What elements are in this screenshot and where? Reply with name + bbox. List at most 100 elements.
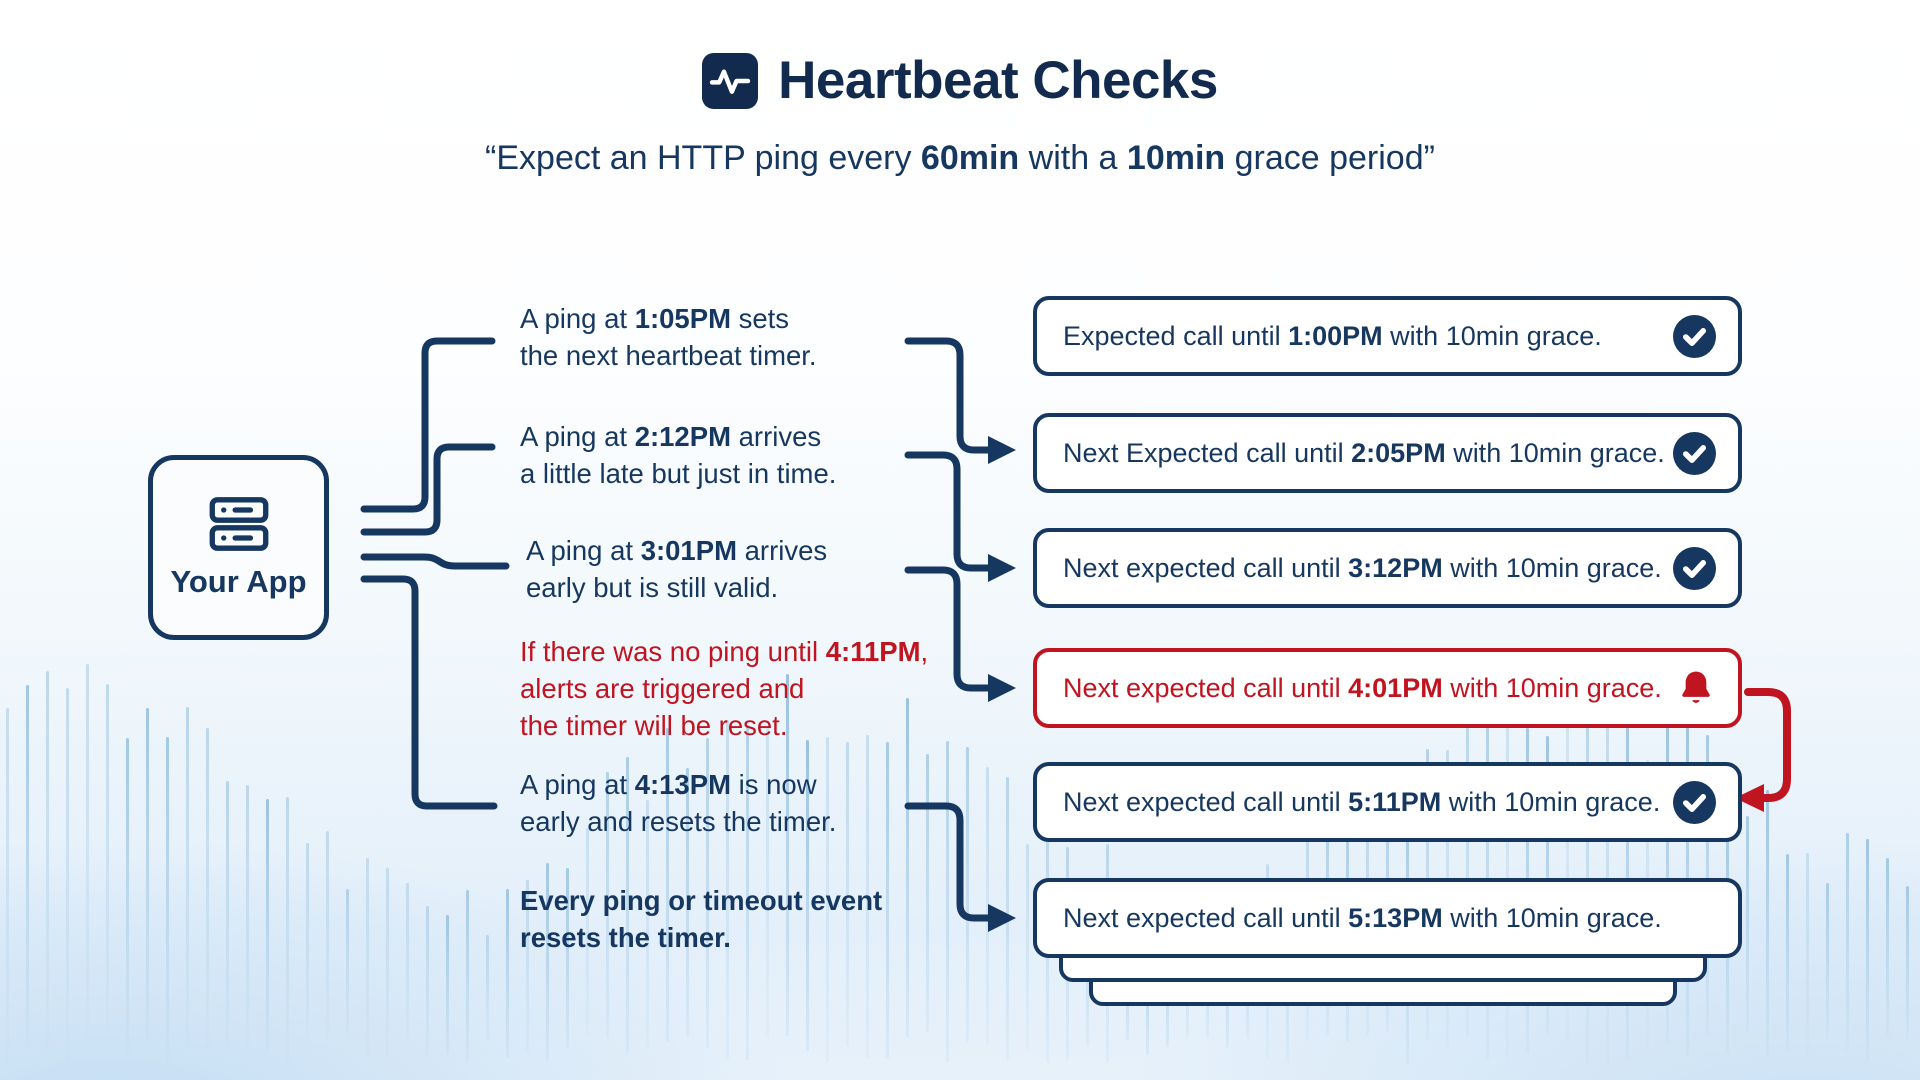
waveform-bar <box>346 889 349 1039</box>
check-circle-icon <box>1673 431 1716 475</box>
waveform-bar <box>206 728 209 1050</box>
note5-to-box6-line <box>904 802 994 922</box>
waveform-bar <box>326 831 329 1037</box>
waveform-bar <box>826 737 829 1063</box>
waveform-bar <box>886 742 889 1059</box>
waveform-bar <box>286 797 289 1064</box>
waveform-bar <box>1826 883 1829 1040</box>
waveform-bar <box>246 785 249 1047</box>
waveform-bar <box>806 740 809 1051</box>
waveform-bar <box>846 742 849 1047</box>
waveform-bar <box>746 726 749 1060</box>
status-box-6-text: Next expected call until 5:13PM with 10m… <box>1063 902 1662 933</box>
waveform-bar <box>1846 833 1849 1052</box>
waveform-bar <box>946 741 949 1062</box>
status-box-1-text: Expected call until 1:00PM with 10min gr… <box>1063 320 1602 351</box>
waveform-bar <box>586 828 589 1036</box>
waveform-bar <box>386 868 389 1058</box>
status-box-5-text: Next expected call until 5:11PM with 10m… <box>1063 786 1661 817</box>
arrowhead-box4 <box>988 674 1016 702</box>
waveform-bar <box>546 863 549 1061</box>
waveform-bar <box>606 772 609 1039</box>
arrowhead-box2 <box>988 436 1016 464</box>
waveform-bar <box>166 737 169 1062</box>
waveform-bar <box>1026 844 1029 1051</box>
waveform-bar <box>306 843 309 1043</box>
waveform-bar <box>1806 853 1809 1061</box>
waveform-bar <box>366 858 369 1057</box>
waveform-bar <box>426 906 429 1058</box>
waveform-bar <box>6 708 9 1065</box>
note3-to-box4-line <box>904 566 994 692</box>
status-box-4-text: Next expected call until 4:01PM with 10m… <box>1063 672 1662 703</box>
waveform-bar <box>146 708 149 1044</box>
waveform-bar <box>26 685 29 1047</box>
waveform-bar <box>1786 854 1789 1053</box>
waveform-bar <box>86 664 89 1038</box>
your-app-label: Your App <box>170 563 307 599</box>
waveform-bar <box>766 727 769 1038</box>
arrowhead-box3 <box>988 554 1016 582</box>
page-title: Heartbeat Checks <box>778 51 1218 110</box>
waveform-bar <box>526 880 529 1053</box>
timeout-reset-arrow-line <box>1744 688 1791 802</box>
waveform-bar <box>66 688 69 1062</box>
waveform-bar <box>46 671 49 1048</box>
arrowhead-box6 <box>988 904 1016 932</box>
note1-to-box2-line <box>904 337 994 454</box>
waveform-bar <box>406 883 409 1039</box>
waveform-bar <box>126 738 129 1054</box>
app-to-note2-line <box>360 443 496 536</box>
waveform-bar <box>726 720 729 1060</box>
waveform-bar <box>1906 886 1909 1040</box>
waveform-bar <box>1886 858 1889 1036</box>
waveform-bar <box>506 889 509 1058</box>
app-to-note3-line <box>360 553 510 570</box>
check-circle-icon <box>1673 780 1716 824</box>
status-box-3: Next expected call until 3:12PM with 10m… <box>1033 528 1742 608</box>
timeout-reset-arrowhead <box>1735 784 1764 812</box>
status-box-1: Expected call until 1:00PM with 10min gr… <box>1033 296 1742 376</box>
note-timeout-4-11pm: If there was no ping until 4:11PM,alerts… <box>520 636 929 741</box>
waveform-bar <box>446 915 449 1055</box>
waveform-bar <box>906 698 909 1037</box>
waveform-bar <box>706 738 709 1048</box>
check-circle-icon <box>1673 314 1716 358</box>
waveform-bar <box>986 767 989 1045</box>
waveform-bar <box>926 754 929 1033</box>
status-box-4-alert: Next expected call until 4:01PM with 10m… <box>1033 648 1742 728</box>
waveform-bar <box>626 757 629 1053</box>
app-to-note1-line <box>360 337 496 513</box>
waveform-bar <box>1866 839 1869 1062</box>
page-header: Heartbeat Checks <box>0 50 1920 111</box>
waveform-bar <box>266 799 269 1053</box>
waveform-bar <box>106 684 109 1032</box>
waveform-bar <box>866 735 869 1059</box>
waveform-bar <box>1466 700 1469 1038</box>
waveform-bar <box>1566 700 1569 1040</box>
waveform-bar <box>1506 677 1509 1058</box>
waveform-bar <box>186 707 189 1046</box>
status-box-2: Next Expected call until 2:05PM with 10m… <box>1033 413 1742 493</box>
status-box-3-text: Next expected call until 3:12PM with 10m… <box>1063 552 1662 583</box>
waveform-bar <box>226 781 229 1048</box>
waveform-bar <box>486 935 489 1041</box>
heartbeat-activity-icon <box>702 52 759 109</box>
bell-alert-icon <box>1676 668 1716 708</box>
waveform-bar <box>666 728 669 1042</box>
note2-to-box3-line <box>904 451 994 572</box>
status-box-2-text: Next Expected call until 2:05PM with 10m… <box>1063 437 1665 468</box>
status-box-5: Next expected call until 5:11PM with 10m… <box>1033 762 1742 842</box>
page-subtitle: “Expect an HTTP ping every 60min with a … <box>485 139 1435 177</box>
waveform-bar <box>686 768 689 1036</box>
waveform-bar <box>786 674 789 1036</box>
waveform-bar <box>966 747 969 1042</box>
waveform-bar <box>1766 790 1769 1058</box>
